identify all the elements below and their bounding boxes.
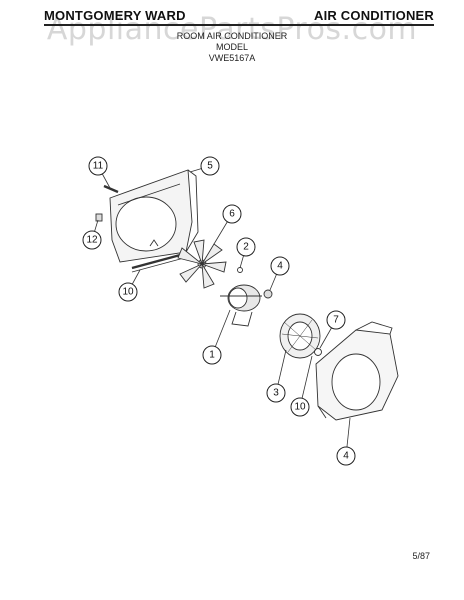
callout-label: 11 bbox=[93, 161, 104, 172]
subtitle-line1: ROOM AIR CONDITIONER bbox=[176, 31, 288, 41]
callout-circle bbox=[222, 204, 242, 224]
model-number: VWE5167A bbox=[208, 53, 256, 63]
callout-circle bbox=[82, 230, 102, 250]
header-rule bbox=[44, 24, 434, 26]
clip-part-7 bbox=[314, 348, 322, 356]
date-code: 5/87 bbox=[412, 551, 430, 561]
shroud-part-5 bbox=[109, 169, 199, 263]
callout-circle bbox=[270, 256, 290, 276]
callout-c11: 11 bbox=[88, 156, 111, 189]
callout-c12: 12 bbox=[82, 219, 102, 250]
category-title: AIR CONDITIONER bbox=[314, 8, 434, 23]
callout-circle bbox=[236, 237, 256, 257]
callout-c3: 3 bbox=[266, 349, 287, 403]
callout-c2: 2 bbox=[236, 237, 256, 269]
watermark: AppliancePartsPros.com bbox=[46, 12, 418, 47]
gasket-part-10-upper bbox=[131, 252, 185, 273]
callout-label: 12 bbox=[86, 235, 98, 246]
callout-label: 6 bbox=[229, 209, 235, 220]
clip-part-12 bbox=[95, 213, 103, 222]
callout-circle bbox=[336, 446, 356, 466]
callout-c4b: 4 bbox=[336, 417, 356, 466]
callout-circle bbox=[88, 156, 108, 176]
callout-c7: 7 bbox=[319, 310, 346, 349]
clamp-part-4-upper bbox=[263, 289, 273, 299]
callout-c10b: 10 bbox=[290, 355, 313, 417]
callout-label: 1 bbox=[209, 350, 215, 361]
callout-c5: 5 bbox=[189, 156, 220, 176]
nut-part-2 bbox=[237, 267, 243, 273]
callout-label: 4 bbox=[343, 451, 349, 462]
callout-label: 10 bbox=[122, 287, 134, 298]
callout-circle bbox=[266, 383, 286, 403]
callout-label: 4 bbox=[277, 261, 283, 272]
callout-c1: 1 bbox=[202, 309, 231, 365]
subtitle-line2: MODEL bbox=[215, 42, 248, 52]
motor-part-1 bbox=[220, 284, 262, 327]
callout-label: 3 bbox=[273, 388, 279, 399]
callout-label: 5 bbox=[207, 161, 213, 172]
callout-c10a: 10 bbox=[118, 269, 141, 302]
callout-c4a: 4 bbox=[269, 256, 290, 291]
callout-circle bbox=[118, 282, 138, 302]
callout-circle bbox=[202, 345, 222, 365]
callout-label: 2 bbox=[243, 242, 249, 253]
callout-circle bbox=[290, 397, 310, 417]
blower-wheel-part-3 bbox=[279, 313, 321, 359]
scroll-housing-part-4-lower bbox=[315, 321, 399, 421]
fan-blade-part-6 bbox=[177, 239, 227, 289]
callout-label: 10 bbox=[294, 402, 306, 413]
callout-circle bbox=[326, 310, 346, 330]
callout-circle bbox=[200, 156, 220, 176]
callout-label: 7 bbox=[333, 315, 339, 326]
brand-title: MONTGOMERY WARD bbox=[44, 8, 186, 23]
screw-part-11 bbox=[103, 184, 119, 194]
callout-c6: 6 bbox=[213, 204, 242, 245]
